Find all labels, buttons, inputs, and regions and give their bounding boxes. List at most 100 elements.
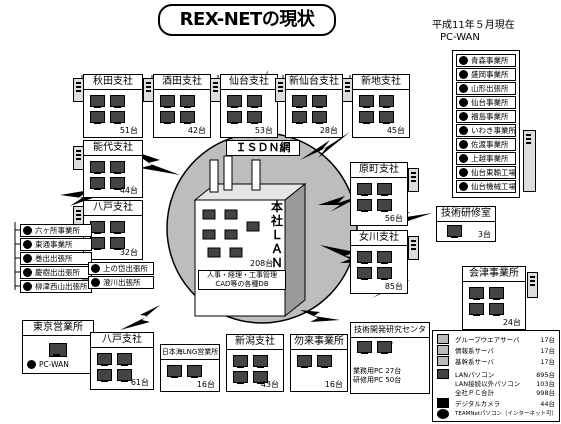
server-icon — [143, 78, 154, 102]
server-icon — [408, 168, 419, 192]
pc-icon — [489, 287, 504, 299]
pc-icon — [117, 369, 132, 381]
pc-icon — [253, 355, 268, 367]
office-count: 44台 — [120, 185, 138, 196]
pc-icon — [233, 371, 248, 383]
office-count: 16台 — [325, 379, 343, 390]
bolt-icon — [120, 305, 160, 330]
pc-icon — [359, 95, 374, 107]
server-icon — [73, 78, 84, 102]
row1-label: 業務用PC — [353, 367, 383, 375]
pc-icon — [489, 303, 504, 315]
legend-label: 情報系サーバ — [455, 345, 494, 355]
pc-grid — [160, 95, 194, 123]
pcwan-site: 仙台事業所 — [456, 96, 516, 109]
pc-icon — [469, 303, 484, 315]
office-aizu: 会津事業所 24台 — [462, 266, 526, 330]
office-name: 酒田支社 — [154, 75, 210, 90]
pc-icon — [297, 355, 312, 367]
site-pill: 東通事業所 — [20, 238, 92, 251]
legend-value: 17台 — [540, 345, 555, 355]
isdn-label: ＩＳＤＮ網 — [226, 140, 300, 156]
pc-grid — [227, 95, 261, 123]
pc-grid — [297, 355, 331, 367]
pc-icon — [167, 365, 182, 377]
pc-icon — [180, 111, 195, 123]
pc-icon — [447, 225, 462, 237]
row2-count: 50台 — [385, 376, 401, 384]
pc-icon — [90, 177, 105, 189]
office-name: 新仙台支社 — [286, 75, 342, 90]
pcwan-site: 盛岡事業所 — [456, 68, 516, 81]
office-count: 61台 — [131, 377, 149, 388]
office-name: 東京営業所 — [23, 321, 93, 336]
hq-note: 人事・経理・工事管理 CAD等の各種DB — [198, 270, 286, 290]
pc-icon — [379, 111, 394, 123]
pc-icon — [227, 95, 242, 107]
pcwan-site: 福島事業所 — [456, 110, 516, 123]
pc-icon — [312, 95, 327, 107]
teamnet-pc-icon — [437, 409, 449, 419]
pc-icon — [379, 95, 394, 107]
office-shinchi: 新地支社 45台 — [352, 74, 410, 138]
hq-note-line2: CAD等の各種DB — [199, 280, 285, 289]
server-icon — [73, 146, 84, 170]
office-count: 28台 — [320, 125, 338, 136]
pc-icon — [357, 199, 372, 211]
pc-icon — [90, 237, 105, 249]
pcwan-site: 佐渡事業所 — [456, 138, 516, 151]
pc-icon — [377, 251, 392, 263]
office-count: 42台 — [188, 125, 206, 136]
office-name: 技術研修室 — [437, 207, 495, 222]
pc-icon — [247, 95, 262, 107]
pc-icon — [110, 111, 125, 123]
pc-icon — [247, 111, 262, 123]
server-icon — [523, 130, 536, 192]
server-icon — [275, 78, 286, 102]
pc-icon — [377, 199, 392, 211]
legend-value: 17台 — [540, 356, 555, 366]
office-nakoso: 勿来事業所 16台 — [290, 334, 348, 392]
site-pill: 上の岱出張所 — [88, 262, 154, 275]
office-niigata: 新潟支社 43台 — [226, 334, 284, 392]
site-pill: 柳津西山出張所 — [20, 280, 92, 293]
pcwan-site: 青森事業所 — [456, 54, 516, 67]
office-name: 日本海LNG営業所 — [161, 345, 219, 360]
office-count: 56台 — [385, 213, 403, 224]
office-haramachi: 原町支社 56台 — [350, 162, 408, 226]
office-count: 85台 — [385, 281, 403, 292]
legend-value: 44台 — [540, 398, 555, 408]
pc-grid — [97, 353, 131, 381]
office-name: 技術開発研究センター — [351, 323, 429, 338]
pc-icon — [292, 111, 307, 123]
office-tokyo: 東京営業所 PC-WAN — [22, 320, 94, 374]
office-count: 3台 — [478, 229, 491, 240]
pc-icon — [187, 365, 202, 377]
office-count: 45台 — [387, 125, 405, 136]
office-name: 新潟支社 — [227, 335, 283, 350]
office-name: 能代支社 — [84, 141, 142, 156]
legend-label: 基幹系サーバ — [455, 356, 494, 366]
pc-icon — [90, 221, 105, 233]
server-icon — [527, 272, 538, 298]
office-name: 勿来事業所 — [291, 335, 347, 350]
site-pill: 澄川出張所 — [88, 276, 154, 289]
office-name: 仙台支社 — [221, 75, 277, 90]
hq-note-line1: 人事・経理・工事管理 — [199, 271, 285, 280]
info-server-icon — [437, 345, 449, 355]
row1-count: 27台 — [385, 367, 401, 375]
pc-icon — [110, 95, 125, 107]
row2-label: 研修用PC — [353, 376, 383, 384]
server-icon — [342, 78, 353, 102]
legend-label: 全社ＰＣ合計 — [455, 387, 494, 397]
office-akita: 秋田支社 51台 — [83, 74, 143, 138]
office-sakata: 酒田支社 42台 — [153, 74, 211, 138]
pc-icon — [377, 183, 392, 195]
bolt-icon — [300, 310, 340, 322]
site-pill: 六ヶ所事業所 — [20, 224, 92, 237]
pc-grid — [90, 221, 124, 249]
pc-icon — [357, 183, 372, 195]
pcwan-site: 上越事業所 — [456, 152, 516, 165]
pc-icon — [90, 161, 105, 173]
office-name: 八戸支社 — [91, 333, 153, 348]
